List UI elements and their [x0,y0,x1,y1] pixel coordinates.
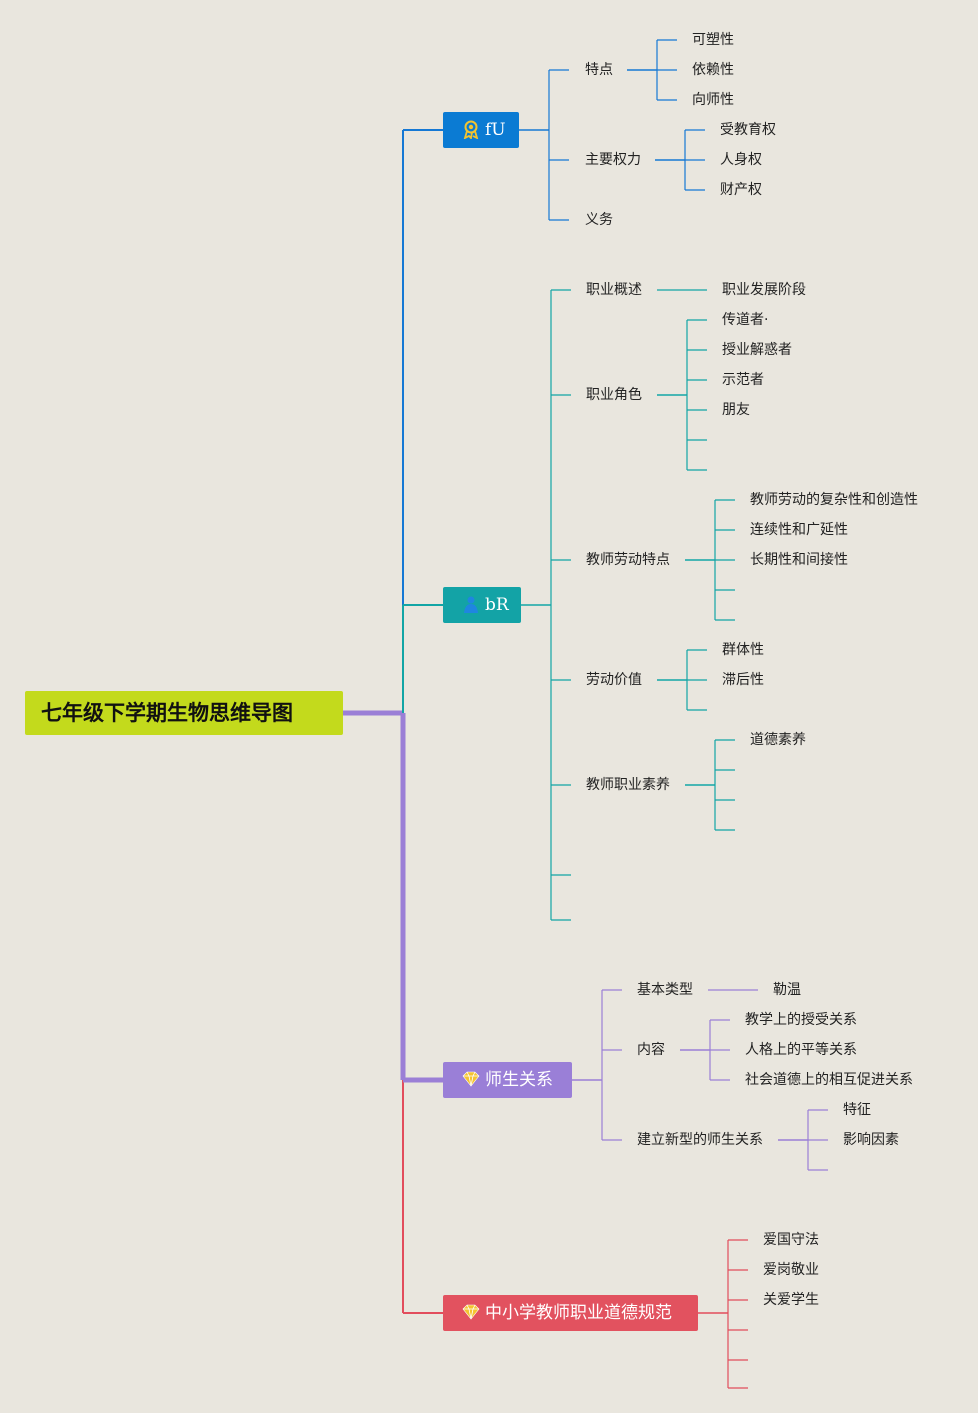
leaf-node[interactable]: 人格上的平等关系 [745,1042,857,1058]
leaf-node[interactable]: 特征 [843,1102,871,1118]
leaf-node[interactable]: 勒温 [773,982,801,998]
subtopic-node[interactable]: 劳动价值 [586,672,642,688]
subtopic-node[interactable]: 内容 [637,1042,665,1058]
leaf-node[interactable]: 示范者 [722,372,764,388]
leaf-node[interactable]: 教学上的授受关系 [745,1012,857,1028]
leaf-node[interactable]: 滞后性 [722,672,764,688]
subtopic-node[interactable]: 建立新型的师生关系 [637,1132,763,1148]
branch-topic-teacher-student[interactable]: 师生关系 [443,1062,572,1098]
leaf-node[interactable]: 连续性和广延性 [750,522,848,538]
leaf-node[interactable]: 可塑性 [692,32,734,48]
leaf-node[interactable]: 朋友 [722,402,750,418]
leaf-node[interactable]: 财产权 [720,182,762,198]
leaf-node[interactable]: 受教育权 [720,122,776,138]
branch-topic-br[interactable]: bR [443,587,521,623]
diamond-icon [461,1066,481,1087]
subtopic-node[interactable]: 特点 [585,62,613,78]
subtopic-node[interactable]: 教师职业素养 [586,777,670,793]
leaf-node[interactable]: 人身权 [720,152,762,168]
subtopic-node[interactable]: 义务 [585,212,613,228]
leaf-node[interactable]: 群体性 [722,642,764,658]
subtopic-node[interactable]: 爱岗敬业 [763,1262,819,1278]
subtopic-node[interactable]: 教师劳动特点 [586,552,670,568]
leaf-node[interactable]: 影响因素 [843,1132,899,1148]
branch-topic-fu[interactable]: fU [443,112,519,148]
subtopic-node[interactable]: 爱国守法 [763,1232,819,1248]
leaf-node[interactable]: 教师劳动的复杂性和创造性 [750,492,918,508]
diamond-icon [461,1299,481,1320]
subtopic-node[interactable]: 职业概述 [586,282,642,298]
subtopic-node[interactable]: 关爱学生 [763,1292,819,1308]
subtopic-node[interactable]: 职业角色 [586,387,642,403]
leaf-node[interactable]: 授业解惑者 [722,342,792,358]
subtopic-node[interactable]: 主要权力 [585,152,641,168]
award-ribbon-icon [461,116,481,140]
branch-topic-label: fU [485,120,506,140]
root-topic[interactable]: 七年级下学期生物思维导图 [25,691,343,735]
leaf-node[interactable]: 道德素养 [750,732,806,748]
leaf-node[interactable]: 职业发展阶段 [722,282,806,298]
branch-topic-label: bR [485,595,509,615]
leaf-node[interactable]: 依赖性 [692,62,734,78]
leaf-node[interactable]: 向师性 [692,92,734,108]
leaf-node[interactable]: 社会道德上的相互促进关系 [745,1072,913,1088]
branch-topic-ethics-code[interactable]: 中小学教师职业道德规范 [443,1295,698,1331]
subtopic-node[interactable]: 基本类型 [637,982,693,998]
leaf-node[interactable]: 传道者· [722,312,769,328]
root-topic-label: 七年级下学期生物思维导图 [41,701,293,725]
person-icon [461,591,481,613]
branch-topic-label: 中小学教师职业道德规范 [485,1303,672,1323]
branch-topic-label: 师生关系 [485,1070,553,1090]
leaf-node[interactable]: 长期性和间接性 [750,552,848,568]
